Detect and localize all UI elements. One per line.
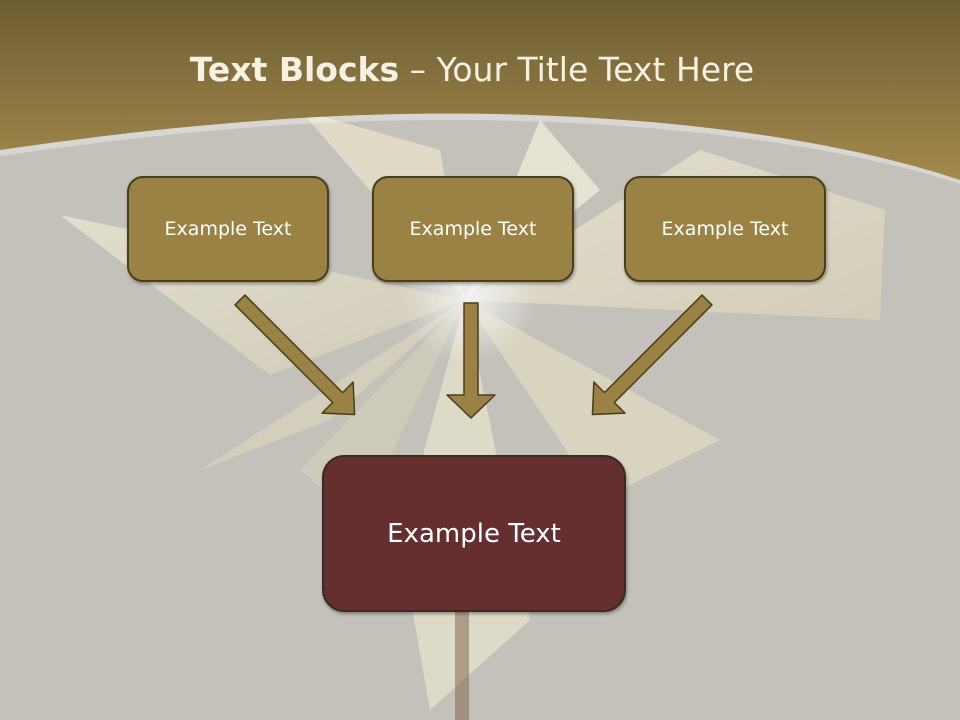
title-bold-text: Text Blocks [189,50,400,89]
header-band-highlight [0,113,960,184]
text-block-1-label: Example Text [164,218,292,240]
text-block-center-label: Example Text [387,518,561,549]
text-block-2[interactable]: Example Text [372,176,574,282]
page-title: Text Blocks – Your Title Text Here [0,50,944,89]
text-block-2-label: Example Text [409,218,537,240]
text-block-1[interactable]: Example Text [127,176,329,282]
text-block-3-label: Example Text [661,218,789,240]
text-block-3[interactable]: Example Text [624,176,826,282]
text-block-center[interactable]: Example Text [322,455,626,612]
header-band [0,0,960,180]
title-rest-text: – Your Title Text Here [399,50,755,89]
